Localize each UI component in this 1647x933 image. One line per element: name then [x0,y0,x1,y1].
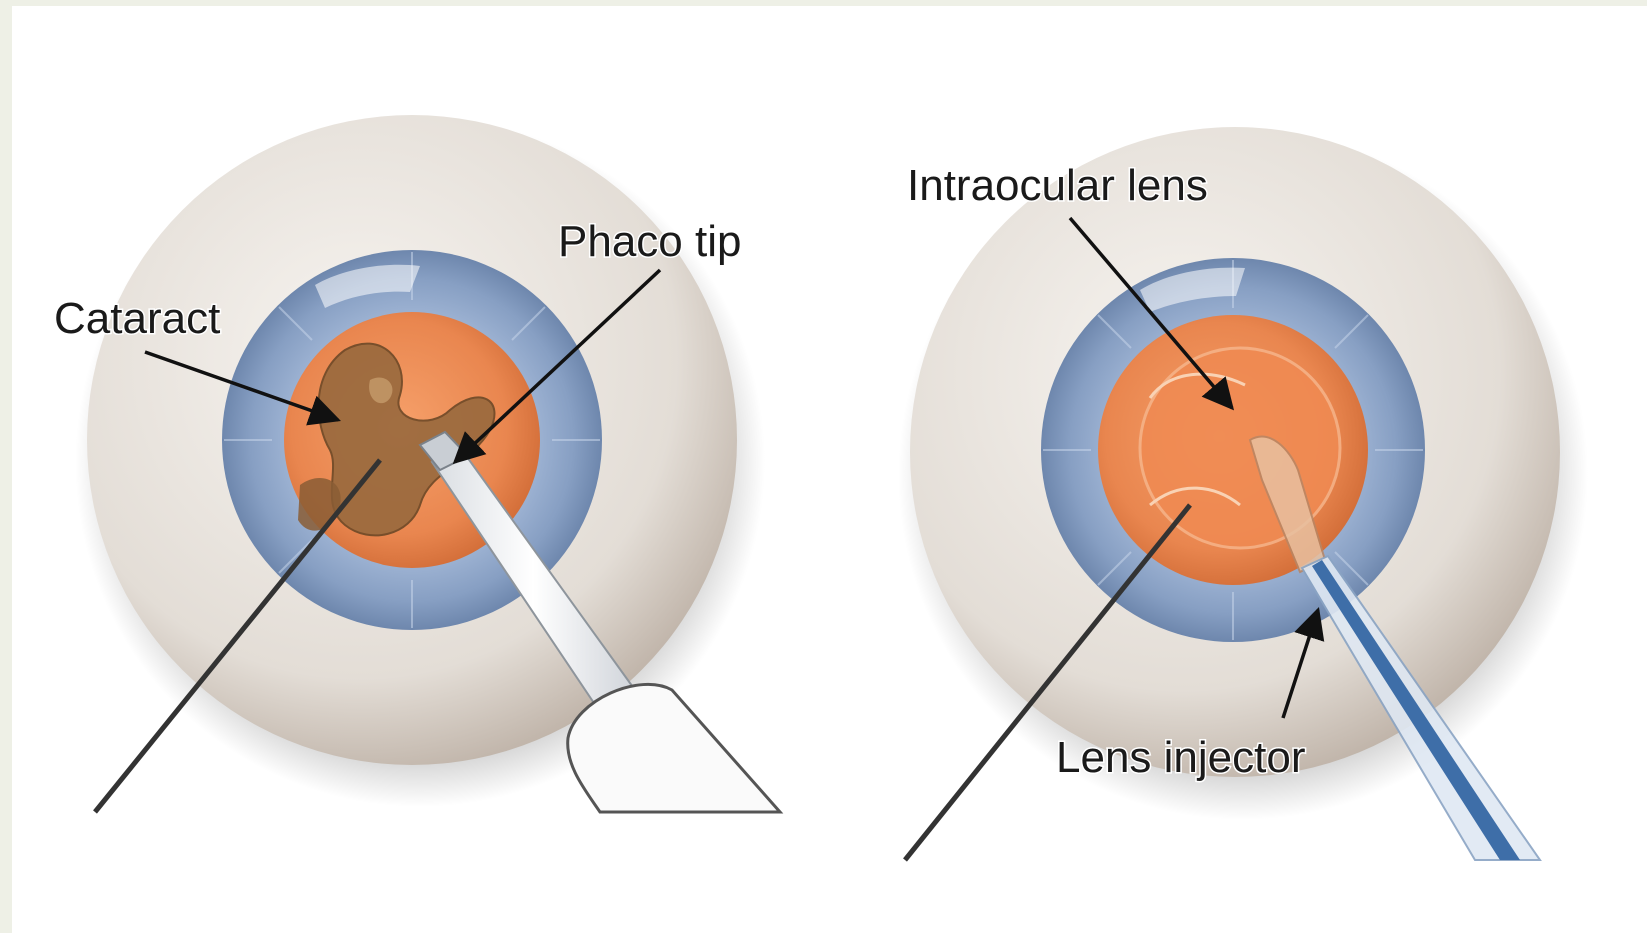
label-phaco-tip: Phaco tip [558,217,741,266]
label-lens-injector: Lens injector [1056,733,1305,782]
label-cataract: Cataract [54,294,220,343]
label-intraocular-lens: Intraocular lens [907,161,1208,210]
